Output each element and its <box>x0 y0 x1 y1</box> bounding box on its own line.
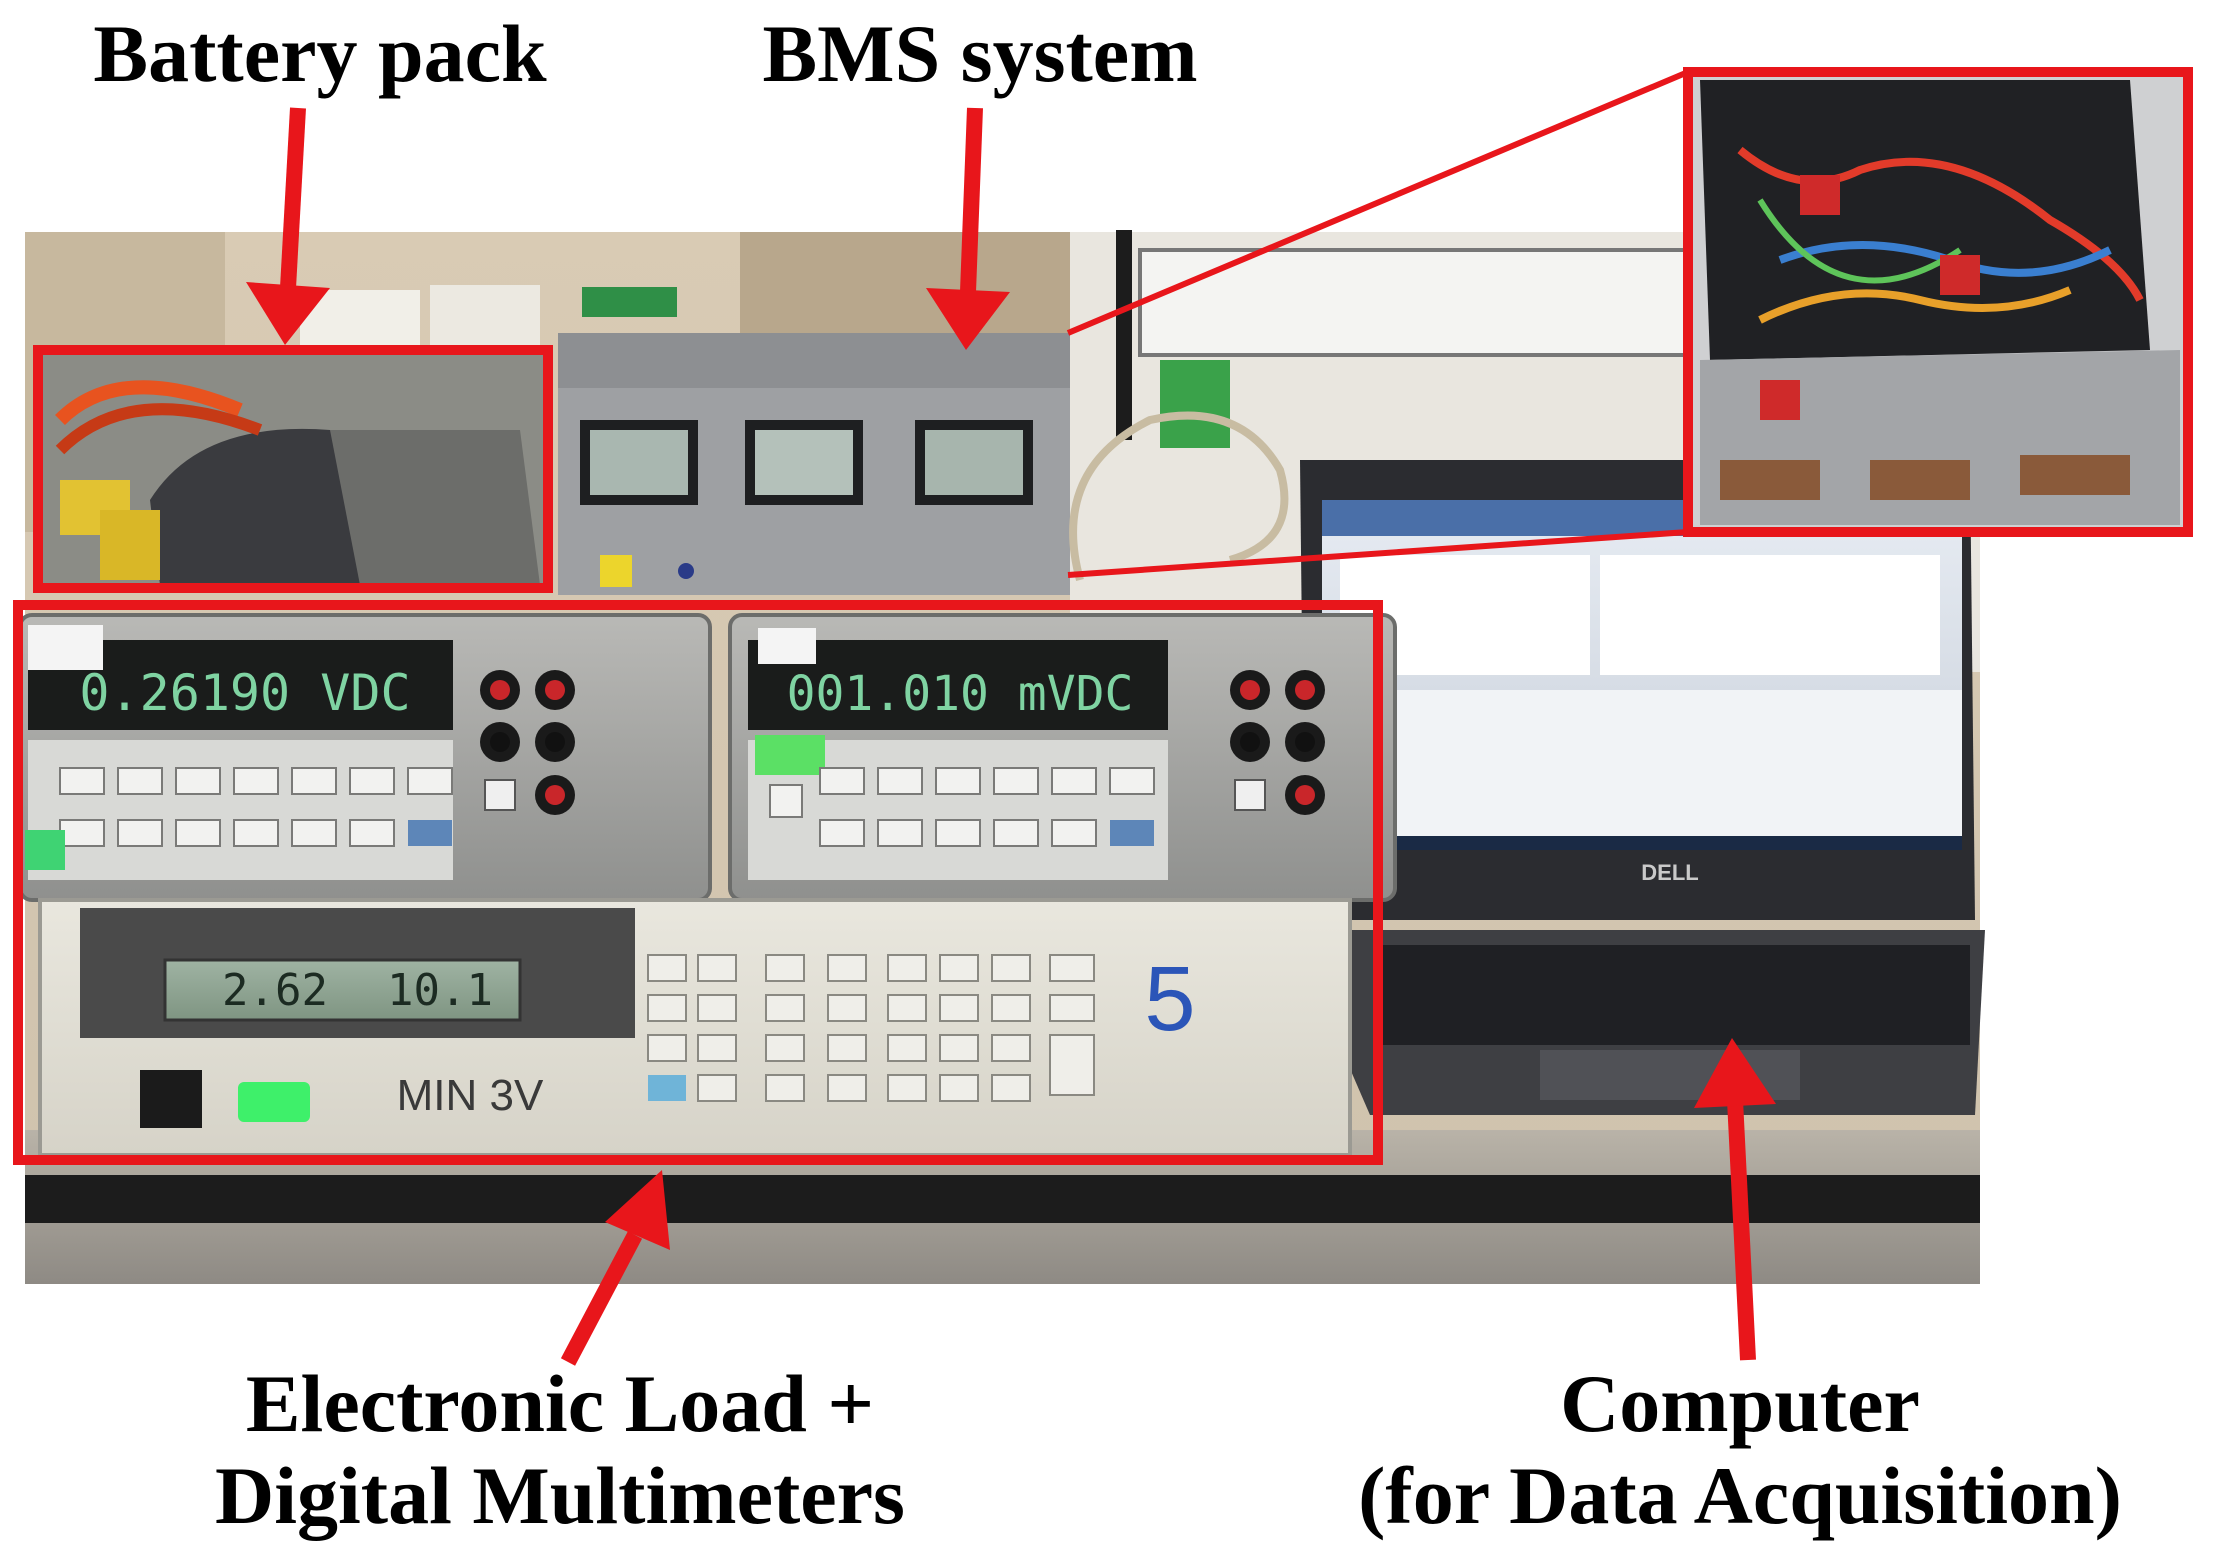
load-handwritten-number: 5 <box>1144 948 1195 1050</box>
electronic-load-label: Electronic Load + Digital Multimeters <box>150 1358 970 1542</box>
inset-callout-lines <box>1066 69 1690 578</box>
highlight-boxes <box>13 67 2193 1165</box>
bms-inset-border <box>1683 67 2193 537</box>
bms-system-label: BMS system <box>720 8 1240 100</box>
multimeter-left: 0.26190 VDC <box>18 613 712 902</box>
battery-pack-label-text: Battery pack <box>93 8 547 99</box>
load-arrow <box>560 1170 670 1366</box>
load-amps-readout: 10.1 <box>387 965 493 1016</box>
battery-pack-label: Battery pack <box>60 8 580 100</box>
battery-arrow <box>246 107 330 345</box>
multimeter-right-readout: 001.010 mVDC <box>787 666 1134 722</box>
bms-box <box>558 230 1289 595</box>
computer-label: Computer (for Data Acquisition) <box>1310 1358 2170 1542</box>
load-handwritten-note: MIN 3V <box>397 1071 544 1120</box>
electronic-load-label-line1: Electronic Load + <box>245 1358 875 1449</box>
load-highlight-box <box>13 600 1383 1165</box>
bms-arrow <box>926 107 1010 350</box>
load-volts-readout: 2.62 <box>222 965 328 1016</box>
multimeter-right: 001.010 mVDC <box>728 613 1397 902</box>
annotation-arrows <box>246 107 1776 1366</box>
bms-system-label-text: BMS system <box>762 8 1198 99</box>
laptop: DELL <box>1290 460 1985 1115</box>
battery-highlight-box <box>33 345 553 593</box>
electronic-load-label-line2: Digital Multimeters <box>215 1449 905 1541</box>
electronic-load: 2.62 10.1 <box>38 898 1352 1157</box>
computer-label-line2: (for Data Acquisition) <box>1358 1449 2122 1541</box>
bms-inset-photo <box>1690 72 2185 532</box>
computer-arrow <box>1694 1038 1776 1361</box>
computer-label-line1: Computer <box>1560 1358 1920 1449</box>
battery-pack <box>40 350 545 588</box>
multimeter-left-readout: 0.26190 VDC <box>79 664 410 722</box>
laptop-brand-logo: DELL <box>1641 860 1698 885</box>
